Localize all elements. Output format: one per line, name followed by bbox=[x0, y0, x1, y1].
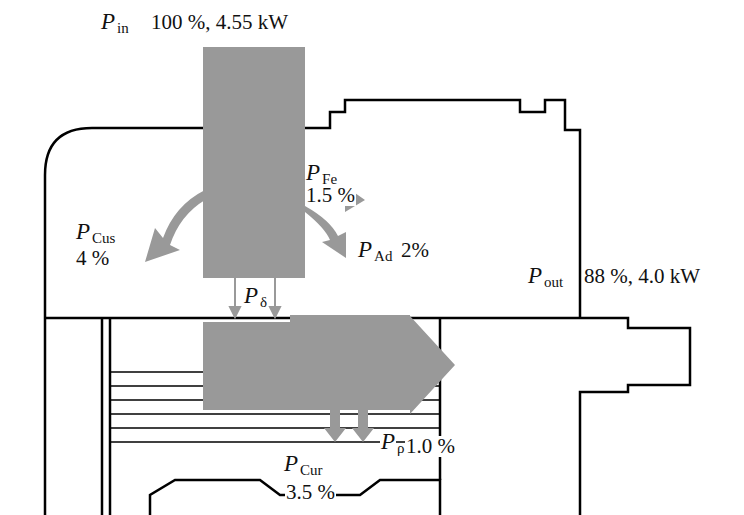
symbol-subscript: Cur bbox=[299, 463, 324, 478]
loss-value: 4 % bbox=[75, 248, 110, 269]
symbol-letter: P bbox=[283, 452, 299, 475]
loss-value: 2% bbox=[400, 240, 430, 261]
symbol-letter: P bbox=[100, 10, 116, 33]
power-flow bbox=[145, 47, 455, 442]
symbol-subscript: Cus bbox=[91, 231, 116, 246]
symbol-subscript: Ad bbox=[373, 249, 393, 264]
air-gap-arrows bbox=[230, 278, 280, 317]
loss-value: 3.5 % bbox=[285, 482, 336, 503]
symbol-subscript: δ bbox=[259, 295, 268, 310]
symbol-letter: P bbox=[305, 161, 321, 184]
symbol-subscript: in bbox=[116, 21, 130, 36]
loss-value: 100 %, 4.55 kW bbox=[150, 12, 289, 33]
symbol-subscript: out bbox=[543, 275, 564, 290]
symbol-letter: P bbox=[380, 430, 396, 453]
motor-housing bbox=[45, 100, 690, 515]
loss-value: 1.5 % bbox=[305, 185, 356, 206]
symbol-letter: P bbox=[243, 284, 259, 307]
symbol-letter: P bbox=[357, 238, 373, 261]
symbol-letter: P bbox=[75, 220, 91, 243]
symbol-letter: P bbox=[527, 264, 543, 287]
loss-value: 1.0 % bbox=[405, 436, 456, 457]
loss-value: 88 %, 4.0 kW bbox=[583, 266, 701, 287]
